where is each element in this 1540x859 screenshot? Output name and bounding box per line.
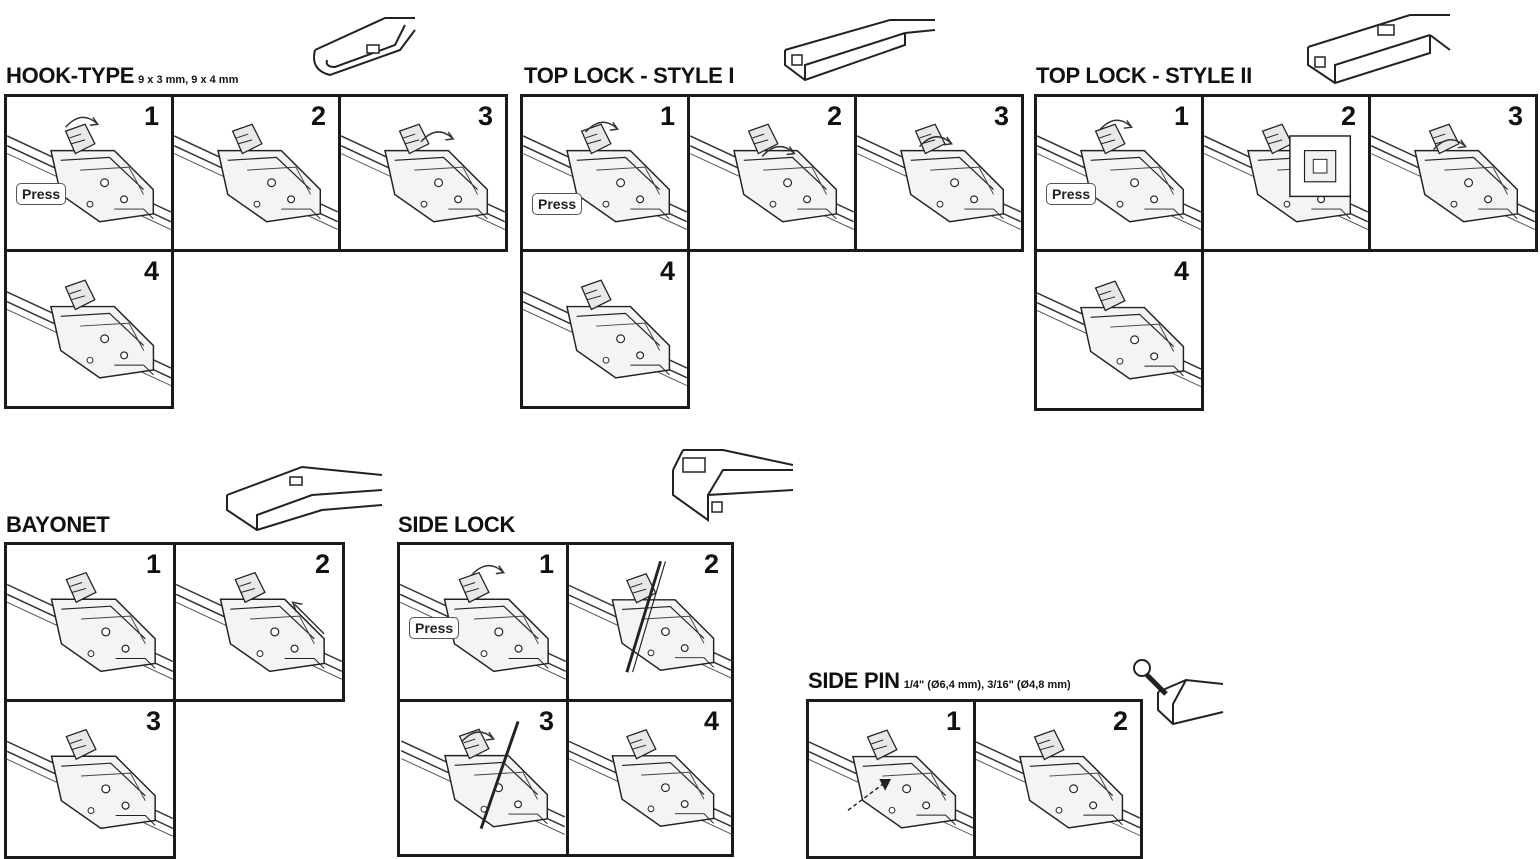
press-label: Press: [409, 617, 460, 639]
title-text: BAYONET: [6, 512, 110, 537]
press-label: Press: [532, 193, 583, 215]
step-number: 3: [1507, 101, 1523, 131]
step-panel-4: 4: [4, 249, 174, 409]
section-title: SIDE LOCK: [398, 512, 515, 538]
side-pin-connector-icon: [1133, 659, 1224, 726]
title-text: SIDE LOCK: [398, 512, 516, 537]
step-panel-4: 4: [566, 699, 734, 857]
step-number: 2: [1340, 101, 1356, 131]
step-number: 1: [538, 549, 554, 579]
step-panel-1: Press 1: [397, 542, 569, 702]
step-number: 3: [477, 101, 493, 131]
step-panel-2: 2: [687, 94, 857, 252]
step-panel-2: 2: [171, 94, 341, 252]
bayonet-connector-icon: [226, 465, 383, 532]
step-number: 4: [143, 256, 159, 286]
step-panel-1: 1: [4, 542, 176, 702]
step-panel-3: 3: [854, 94, 1024, 252]
step-panel-1: Press 1: [4, 94, 174, 252]
step-number: 1: [145, 549, 161, 579]
press-label: Press: [1046, 183, 1097, 205]
step-number: 3: [538, 706, 554, 736]
press-label: Press: [16, 183, 67, 205]
step-number: 1: [945, 706, 961, 736]
step-panel-3: 3: [1368, 94, 1538, 252]
step-number: 3: [145, 706, 161, 736]
step-number: 1: [659, 101, 675, 131]
step-panel-1: 1: [806, 699, 976, 859]
hook-connector-icon: [313, 17, 416, 77]
step-number: 3: [993, 101, 1009, 131]
title-subtitle: 9 x 3 mm, 9 x 4 mm: [138, 74, 239, 86]
top-lock-2-connector-icon: [1307, 14, 1451, 85]
step-number: 2: [826, 101, 842, 131]
step-panel-2: 2: [973, 699, 1143, 859]
top-lock-connector-icon: [784, 19, 936, 82]
title-subtitle: 1/4" (Ø6,4 mm), 3/16" (Ø4,8 mm): [903, 679, 1071, 691]
step-number: 1: [143, 101, 159, 131]
section-title: TOP LOCK - STYLE II: [1036, 63, 1252, 89]
step-number: 1: [1173, 101, 1189, 131]
step-number: 2: [1112, 706, 1128, 736]
side-lock-connector-icon: [672, 449, 794, 522]
step-panel-2: 2: [1201, 94, 1371, 252]
step-panel-3: 3: [397, 699, 569, 857]
title-text: TOP LOCK - STYLE II: [1036, 63, 1252, 88]
step-number: 4: [659, 256, 675, 286]
step-panel-3: 3: [4, 699, 176, 859]
step-number: 4: [703, 706, 719, 736]
step-number: 4: [1173, 256, 1189, 286]
title-text: HOOK-TYPE: [6, 63, 135, 88]
step-panel-4: 4: [1034, 249, 1204, 411]
step-panel-2: 2: [566, 542, 734, 702]
title-text: SIDE PIN: [808, 668, 900, 693]
step-number: 2: [703, 549, 719, 579]
section-title: BAYONET: [6, 512, 110, 538]
step-panel-4: 4: [520, 249, 690, 409]
step-panel-1: Press 1: [1034, 94, 1204, 252]
step-panel-3: 3: [338, 94, 508, 252]
step-number: 2: [314, 549, 330, 579]
section-title: TOP LOCK - STYLE I: [524, 63, 734, 89]
step-panel-1: Press 1: [520, 94, 690, 252]
step-panel-2: 2: [173, 542, 345, 702]
step-number: 2: [310, 101, 326, 131]
title-text: TOP LOCK - STYLE I: [524, 63, 735, 88]
